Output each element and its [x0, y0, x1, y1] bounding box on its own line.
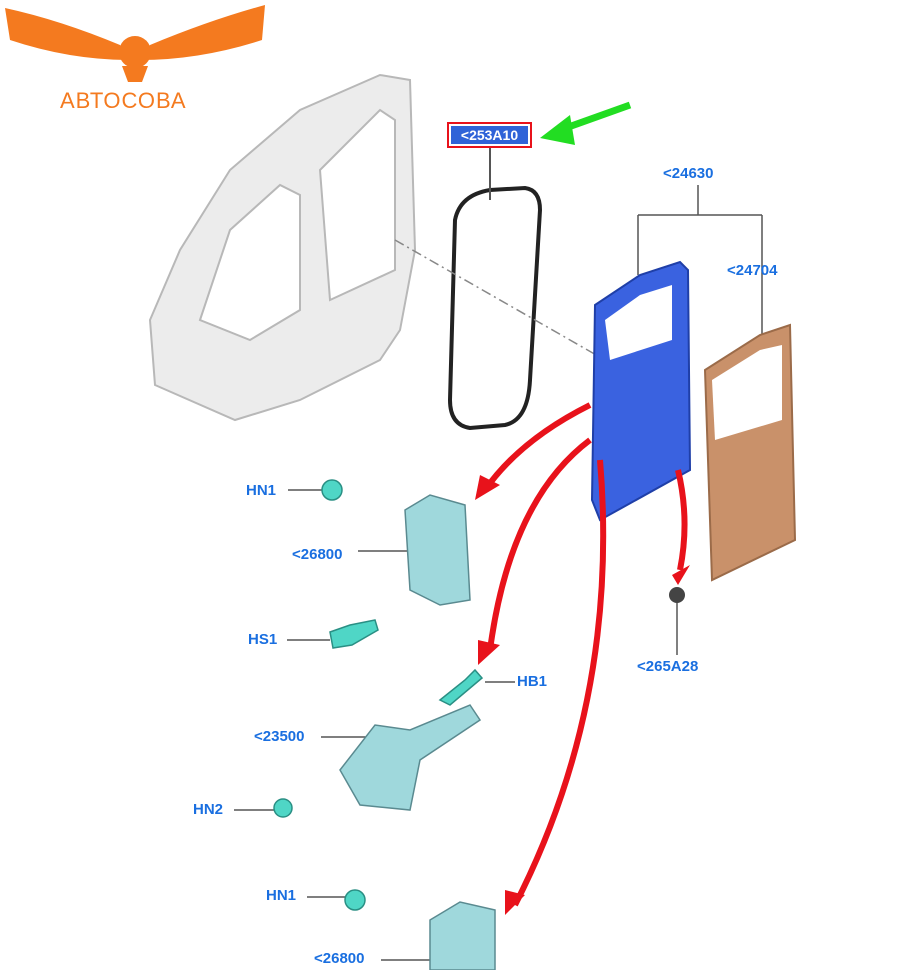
logo-owl-icon: [5, 5, 265, 82]
green-arrow-icon: [540, 101, 632, 145]
hn2-nut: [273, 798, 293, 818]
callout-hb1[interactable]: HB1: [517, 673, 548, 690]
callout-265A28[interactable]: <265A28: [637, 658, 699, 675]
callout-24630[interactable]: <24630: [663, 165, 714, 182]
hn1-nut-bottom: [344, 889, 366, 911]
check-arm: [339, 704, 482, 811]
callout-hn1-bottom[interactable]: HN1: [266, 887, 297, 904]
logo-text: АВТОСОВА: [60, 88, 187, 113]
hb1-bolt: [438, 668, 484, 706]
callout-253A10-highlighted[interactable]: <253A10: [447, 122, 532, 148]
lower-hinge: [429, 901, 496, 970]
callout-hs1[interactable]: HS1: [248, 631, 278, 648]
callout-label: <253A10: [451, 126, 528, 144]
door-seal: [447, 185, 543, 431]
callout-26800-bottom[interactable]: <26800: [314, 950, 365, 967]
body-side-frame: [148, 73, 417, 422]
red-arrows: [482, 402, 688, 907]
callout-hn1-top[interactable]: HN1: [246, 482, 277, 499]
callout-26800-top[interactable]: <26800: [292, 546, 343, 563]
callout-hn2[interactable]: HN2: [193, 801, 224, 818]
hs1-bolt: [329, 619, 379, 649]
upper-hinge: [404, 494, 471, 606]
hn1-nut-top: [321, 479, 343, 501]
callout-23500[interactable]: <23500: [254, 728, 305, 745]
callout-24704[interactable]: <24704: [727, 262, 778, 279]
plug-grommet: [669, 587, 685, 603]
